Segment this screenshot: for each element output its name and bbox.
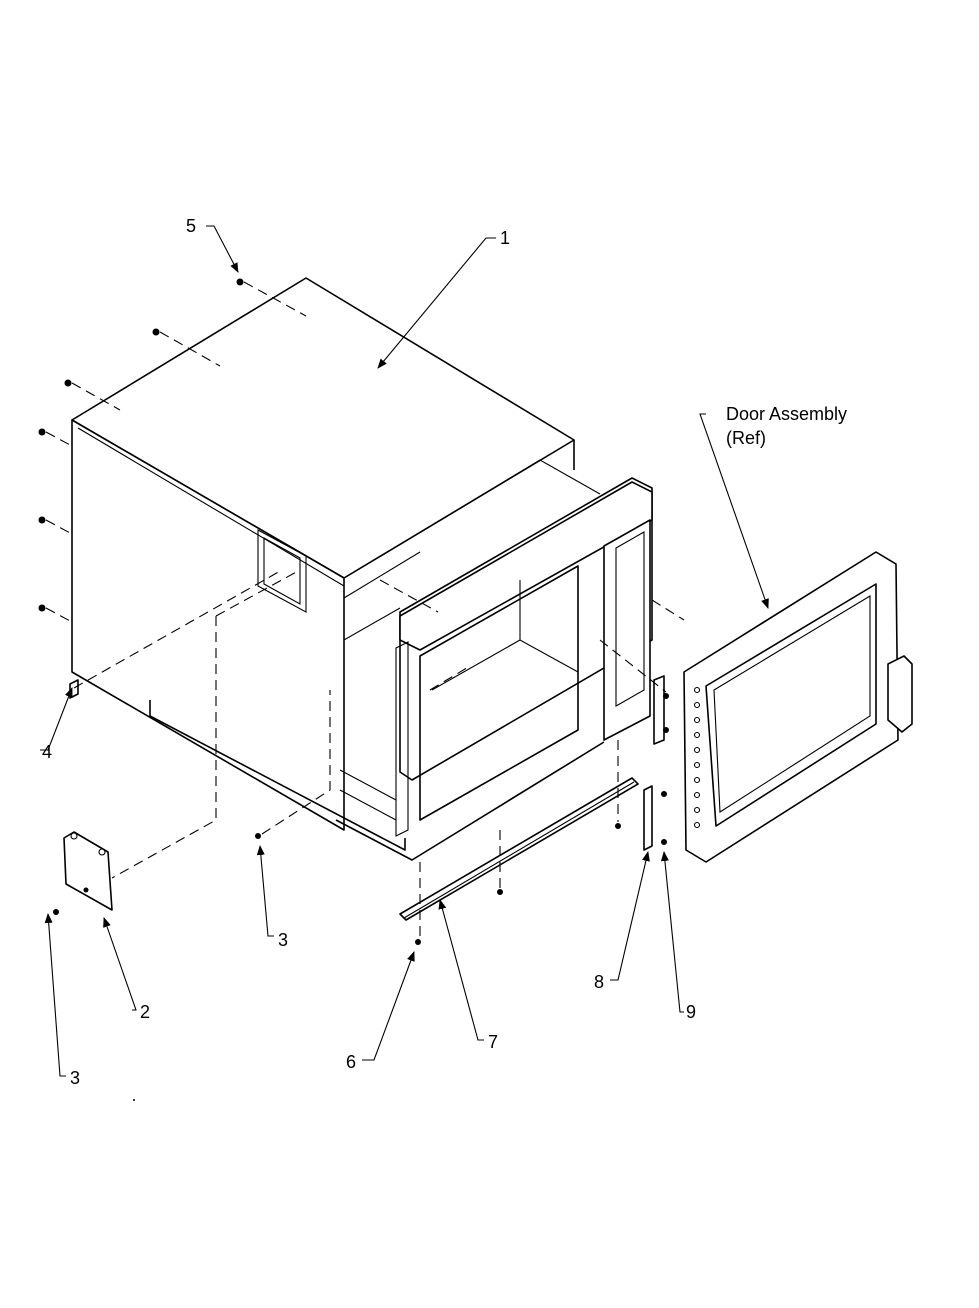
callout-1: 1 xyxy=(500,228,510,248)
screw xyxy=(236,278,244,286)
callout-labels: 1 5 Door Assembly (Ref) 4 3 2 3 6 7 8 9 xyxy=(42,216,847,1088)
outer-cabinet xyxy=(71,277,575,851)
screw xyxy=(663,693,669,699)
screw xyxy=(415,939,421,945)
trim-strip xyxy=(399,777,639,921)
screw xyxy=(38,516,46,524)
callout-door-line1: Door Assembly xyxy=(726,404,847,424)
stray-dot xyxy=(133,1099,135,1101)
door-hinge-holes xyxy=(693,686,701,829)
callout-6: 6 xyxy=(346,1052,356,1072)
callout-2: 2 xyxy=(140,1002,150,1022)
screw xyxy=(38,428,46,436)
callout-5: 5 xyxy=(186,216,196,236)
screw xyxy=(661,839,667,845)
callout-7: 7 xyxy=(488,1032,498,1052)
callout-door-line2: (Ref) xyxy=(726,428,766,448)
cover-plate xyxy=(63,831,113,911)
hinge-pieces xyxy=(643,675,665,851)
screw xyxy=(64,379,72,387)
screws xyxy=(38,278,669,945)
screw xyxy=(615,823,621,829)
screw xyxy=(497,889,503,895)
screw xyxy=(53,909,59,915)
oven-chassis xyxy=(335,459,653,861)
callout-3-left: 3 xyxy=(70,1068,80,1088)
screw xyxy=(152,328,160,336)
callout-3-right: 3 xyxy=(278,930,288,950)
callout-9: 9 xyxy=(686,1002,696,1022)
callout-8: 8 xyxy=(594,972,604,992)
screw xyxy=(661,791,667,797)
leader-lines xyxy=(40,225,769,1077)
screw xyxy=(663,727,669,733)
callout-4: 4 xyxy=(42,742,52,762)
assembly-lines xyxy=(45,281,685,940)
door-assembly xyxy=(683,551,913,863)
screw xyxy=(255,833,261,839)
screw xyxy=(38,604,46,612)
